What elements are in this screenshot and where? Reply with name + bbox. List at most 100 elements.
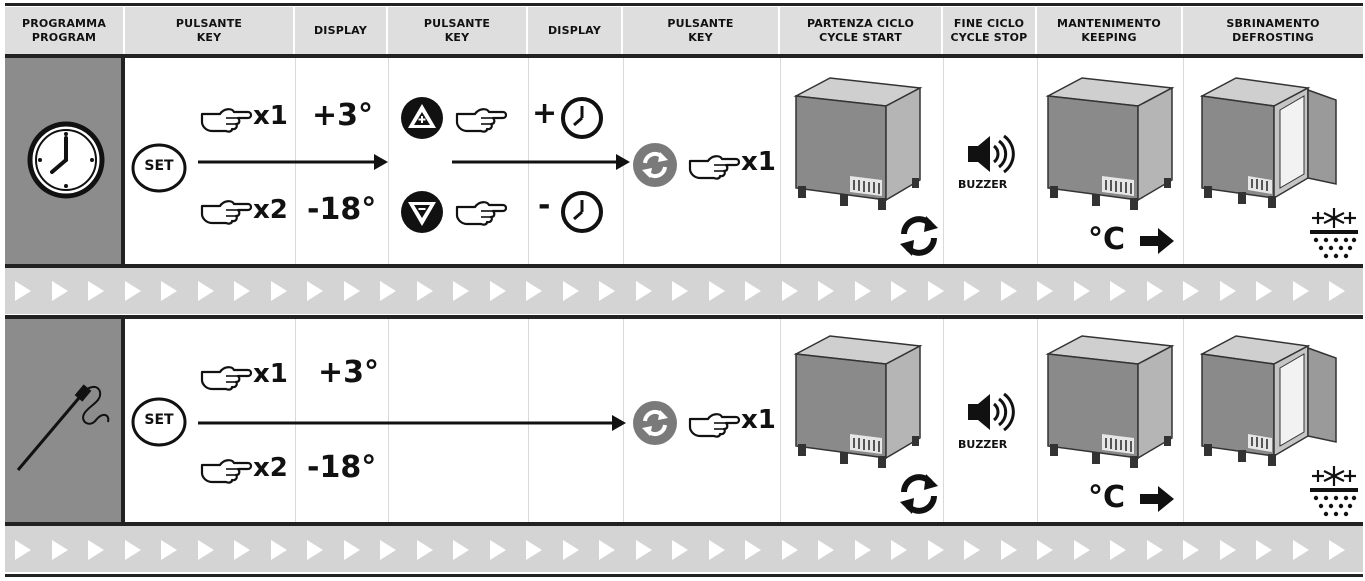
band-arrow-icon — [928, 281, 944, 301]
band-arrow-icon — [1147, 281, 1163, 301]
buzzer-icon — [966, 392, 1015, 432]
arrow-right-icon — [198, 154, 388, 170]
band-arrow-icon — [1256, 540, 1272, 560]
band-arrow-icon — [782, 540, 798, 560]
band-arrow-icon — [161, 281, 177, 301]
display-temp-negative: -18° — [307, 450, 377, 485]
display-plus: + — [532, 96, 558, 131]
header-text: MANTENIMENTO — [1057, 16, 1161, 30]
column-divider — [943, 319, 944, 522]
band-arrow-icon — [1293, 540, 1309, 560]
keeping-unit: °C — [1088, 222, 1126, 257]
band-arrow-icon — [928, 540, 944, 560]
band-arrow-icon — [1037, 281, 1053, 301]
column-divider — [1183, 58, 1184, 264]
header-text: KEY — [444, 30, 470, 44]
band-arrow-icon — [271, 281, 287, 301]
header-text: PULSANTE — [423, 16, 491, 30]
band-arrow-icon — [526, 540, 542, 560]
band-arrow-icon — [417, 281, 433, 301]
rule — [5, 264, 1363, 268]
set-button-icon — [131, 397, 187, 447]
band-arrow-icon — [636, 540, 652, 560]
header-text: KEY — [196, 30, 222, 44]
header-text: PROGRAM — [31, 30, 97, 44]
display-minus: - — [538, 188, 551, 223]
fridge-icon — [795, 335, 921, 469]
fridge-icon — [795, 77, 921, 211]
band-arrow-icon — [271, 540, 287, 560]
up-key-icon — [401, 97, 443, 139]
column-divider — [1037, 58, 1038, 264]
column-divider — [295, 319, 296, 522]
buzzer-icon — [966, 134, 1015, 174]
band-arrow-icon — [417, 540, 433, 560]
hand-pointer-icon — [200, 200, 253, 225]
band-arrow-icon — [563, 281, 579, 301]
header-text: PULSANTE — [175, 16, 243, 30]
band-arrow-icon — [1110, 540, 1126, 560]
band-arrow-icon — [1001, 540, 1017, 560]
down-key-icon — [401, 191, 443, 233]
header-text: CYCLE START — [819, 30, 902, 44]
arrow-right-icon — [1140, 486, 1174, 512]
band-arrow-icon — [1256, 281, 1272, 301]
band-arrow-icon — [782, 281, 798, 301]
band-arrow-icon — [1329, 540, 1345, 560]
rule — [5, 522, 1363, 526]
band-arrow-icon — [234, 281, 250, 301]
band-arrow-icon — [344, 540, 360, 560]
band-arrow-icon — [380, 281, 396, 301]
open-fridge-icon — [1201, 335, 1337, 467]
header-text: PROGRAMMA — [21, 16, 107, 30]
band-arrow-icon — [125, 281, 141, 301]
band-arrow-icon — [891, 540, 907, 560]
header-text: SBRINAMENTO — [1226, 16, 1320, 30]
rule — [5, 574, 1363, 577]
display-temp-negative: -18° — [307, 192, 377, 227]
band-arrow-icon — [1037, 540, 1053, 560]
cycle-press-count: x1 — [741, 405, 776, 435]
arrow-right-icon — [452, 154, 630, 170]
open-fridge-icon — [1201, 77, 1337, 209]
band-arrow-icon — [599, 281, 615, 301]
band-arrow-icon — [1110, 281, 1126, 301]
arrow-right-icon — [1140, 228, 1174, 254]
band-arrow-icon — [1074, 281, 1090, 301]
band-arrow-icon — [161, 540, 177, 560]
hand-pointer-icon — [455, 201, 508, 226]
band-arrow-icon — [453, 281, 469, 301]
buzzer-label: BUZZER — [958, 438, 1008, 451]
column-divider — [528, 319, 529, 522]
band-arrow-icon — [526, 281, 542, 301]
keeping-unit: °C — [1088, 480, 1126, 515]
probe-icon — [16, 384, 110, 471]
band-arrow-icon — [1183, 540, 1199, 560]
display-temp-positive: +3° — [318, 355, 380, 390]
band-arrow-icon — [964, 540, 980, 560]
snowflake-drops-icon — [1308, 206, 1360, 260]
band-arrow-icon — [52, 281, 68, 301]
column-divider — [943, 58, 944, 264]
band-arrow-icon — [307, 540, 323, 560]
band-arrow-icon — [15, 281, 31, 301]
clock-icon — [27, 121, 105, 199]
header-text: DISPLAY — [547, 23, 602, 37]
band-arrow-icon — [745, 540, 761, 560]
refresh-icon — [896, 214, 942, 258]
band-arrow-icon — [709, 281, 725, 301]
band-arrow-icon — [1147, 540, 1163, 560]
hand-pointer-icon — [200, 108, 253, 133]
band-arrow-icon — [636, 281, 652, 301]
band-arrow-icon — [125, 540, 141, 560]
band-arrow-icon — [453, 540, 469, 560]
hand-pointer-icon — [200, 366, 253, 391]
band-arrow-icon — [672, 540, 688, 560]
refresh-icon — [896, 472, 942, 516]
band-arrow-icon — [234, 540, 250, 560]
